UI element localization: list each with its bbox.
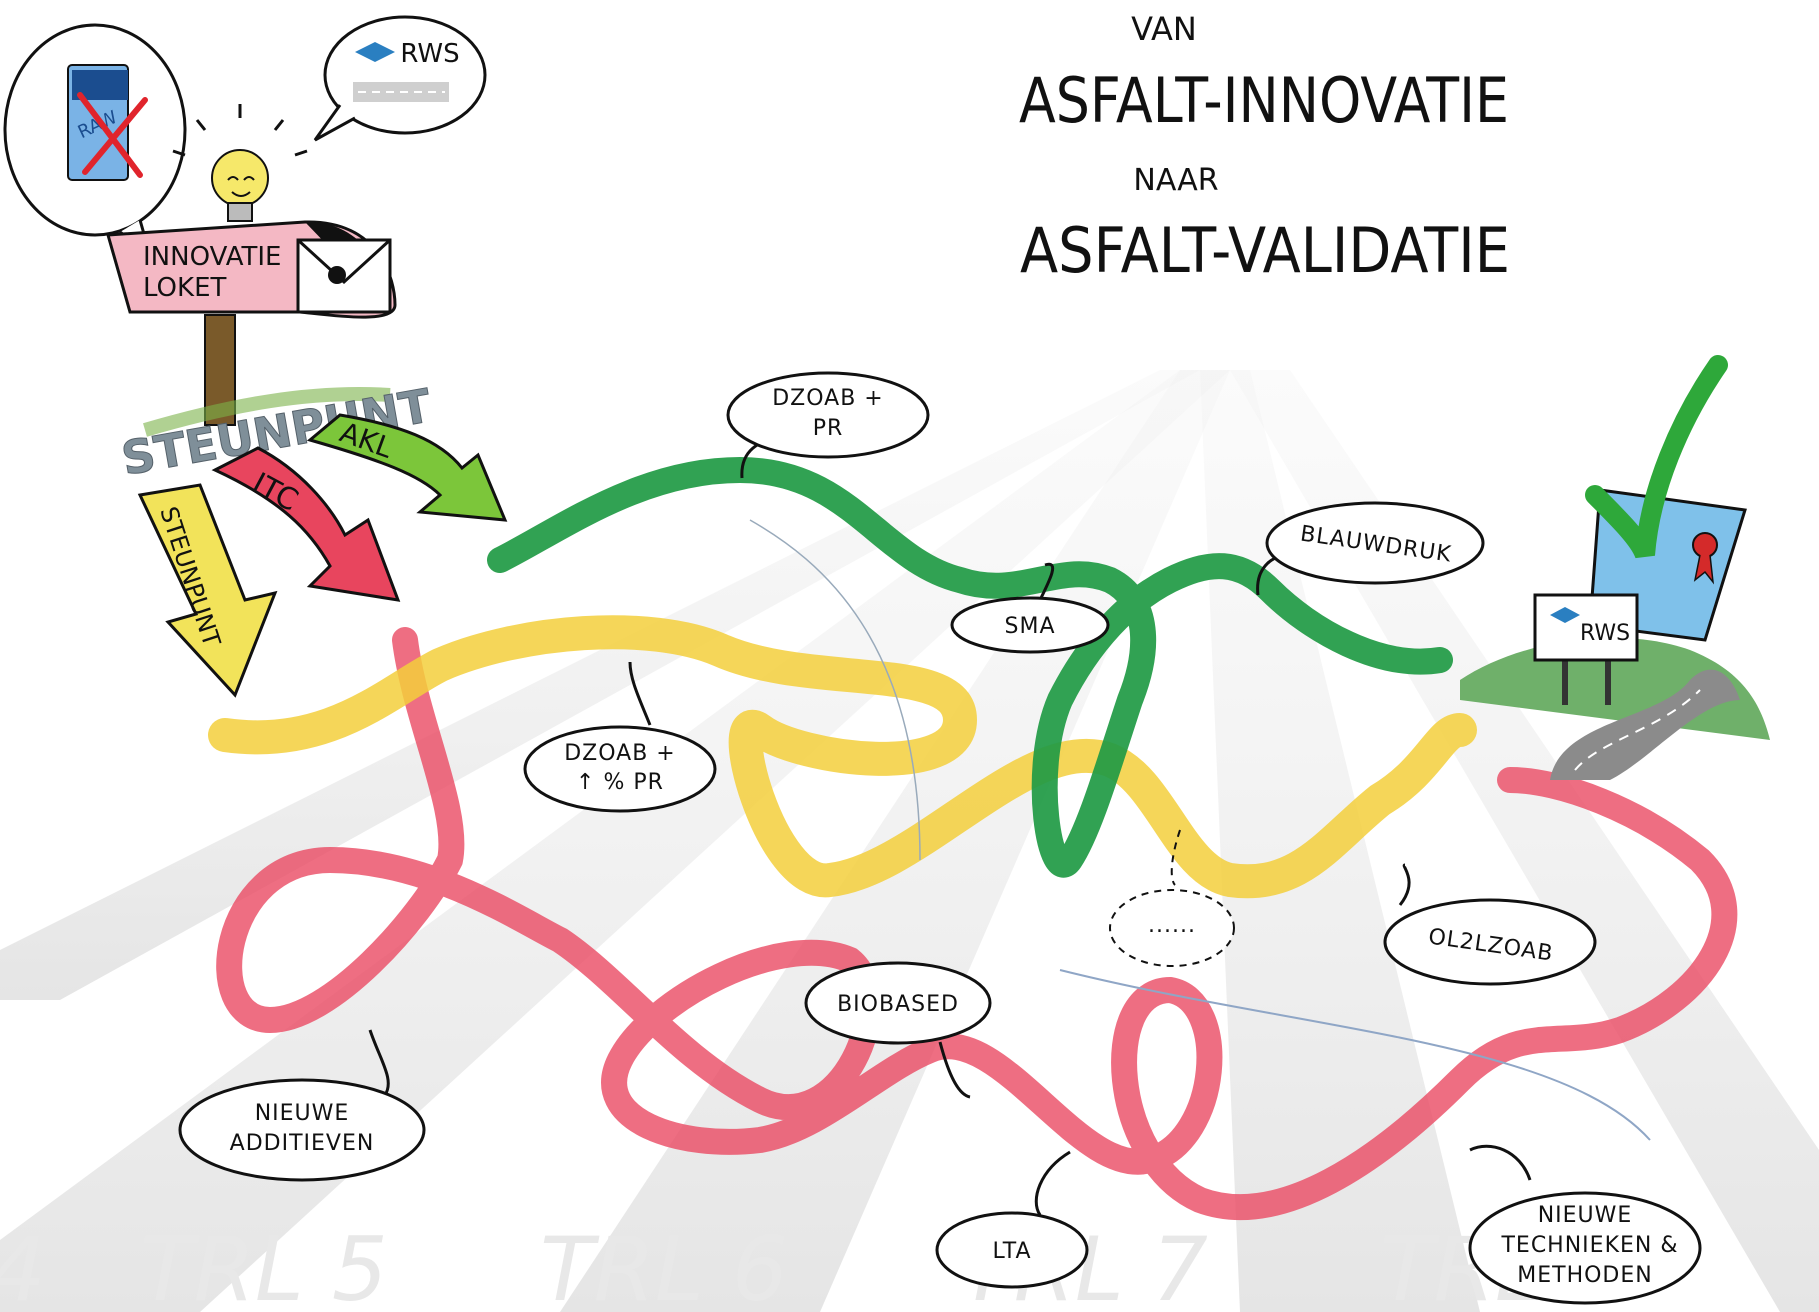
red-ribbon xyxy=(216,627,1738,1221)
callout-nieuwe-technieken xyxy=(1468,1191,1702,1305)
callout-nieuwe-additieven-line2: ADDITIEVEN xyxy=(230,1131,375,1156)
mailbox-label-line1: INNOVATIE xyxy=(143,242,281,272)
green-ribbon xyxy=(487,456,1453,878)
thin-line xyxy=(1059,969,1651,1141)
callout-dzoab-pct-line2: ↑ % PR xyxy=(576,770,664,795)
callout-placeholder-label: ...... xyxy=(1148,913,1196,938)
destination: RWS xyxy=(1460,355,1770,780)
rws-bubble-label: RWS xyxy=(400,39,459,69)
akl-arrow: AKL xyxy=(306,413,508,522)
title-naar: NAAR xyxy=(1133,163,1218,198)
callout-nieuwe-technieken-line2: TECHNIEKEN & xyxy=(1500,1233,1678,1258)
trl-watermark: 4 TRL 5 TRL 6 TRL 7 TRL 8 xyxy=(0,1218,1628,1312)
rws-signpost xyxy=(1533,593,1639,705)
title-block: VAN ASFALT-INNOVATIE NAAR ASFALT-VALIDAT… xyxy=(1019,10,1510,287)
checkmark-icon xyxy=(1585,355,1728,559)
envelope-icon xyxy=(296,238,392,314)
callout-placeholder xyxy=(1109,889,1235,967)
trl-mark: TRL 6 xyxy=(540,1218,788,1312)
trl-mark: TRL 5 xyxy=(140,1218,388,1312)
callout-ol2lzoab xyxy=(1383,898,1597,986)
callout-biobased xyxy=(804,961,992,1045)
trl-mark: 4 xyxy=(0,1218,46,1312)
callouts: DZOAB + PR SMA BLAUWDRUK DZOAB + ↑ % PR … xyxy=(178,371,1702,1305)
callout-sma xyxy=(950,596,1110,654)
callout-nieuwe-additieven xyxy=(178,1078,426,1182)
callout-blauwdruk xyxy=(1265,501,1485,585)
callout-nieuwe-technieken-line1: NIEUWE xyxy=(1538,1203,1633,1228)
rws-bubble xyxy=(323,15,487,135)
lightbulb-icon xyxy=(172,104,308,222)
itc-arrow: ITC xyxy=(211,446,401,602)
yellow-ribbon xyxy=(208,615,1477,899)
rws-logo-icon xyxy=(353,42,449,102)
callout-lta xyxy=(935,1211,1089,1289)
title-van: VAN xyxy=(1131,10,1197,48)
destination-sign-label: RWS xyxy=(1580,621,1630,646)
steunpunt-arrow: STEUNPUNT xyxy=(137,483,278,698)
title-line1: ASFALT-INNOVATIE xyxy=(1019,64,1509,137)
callout-dzoab-pr-line2: PR xyxy=(813,416,844,441)
winding-road-icon xyxy=(1550,669,1740,780)
callout-biobased-label: BIOBASED xyxy=(837,992,959,1017)
callout-nieuwe-technieken-line3: METHODEN xyxy=(1517,1263,1652,1288)
callout-nieuwe-additieven-line1: NIEUWE xyxy=(255,1101,350,1126)
mailbox-label-line2: LOKET xyxy=(143,273,227,303)
callout-dzoab-pct xyxy=(523,725,717,813)
callout-dzoab-pr xyxy=(726,371,930,459)
callout-lta-label: LTA xyxy=(992,1239,1031,1264)
callout-dzoab-pr-line1: DZOAB + xyxy=(772,386,884,411)
callout-dzoab-pct-line1: DZOAB + xyxy=(564,741,676,766)
innovation-desk: RAW RWS INNOVATIE LOKET xyxy=(3,15,487,426)
title-line2: ASFALT-VALIDATIE xyxy=(1020,214,1510,287)
callout-sma-label: SMA xyxy=(1005,614,1056,639)
cross-icon xyxy=(77,92,148,178)
thin-line xyxy=(749,519,921,861)
